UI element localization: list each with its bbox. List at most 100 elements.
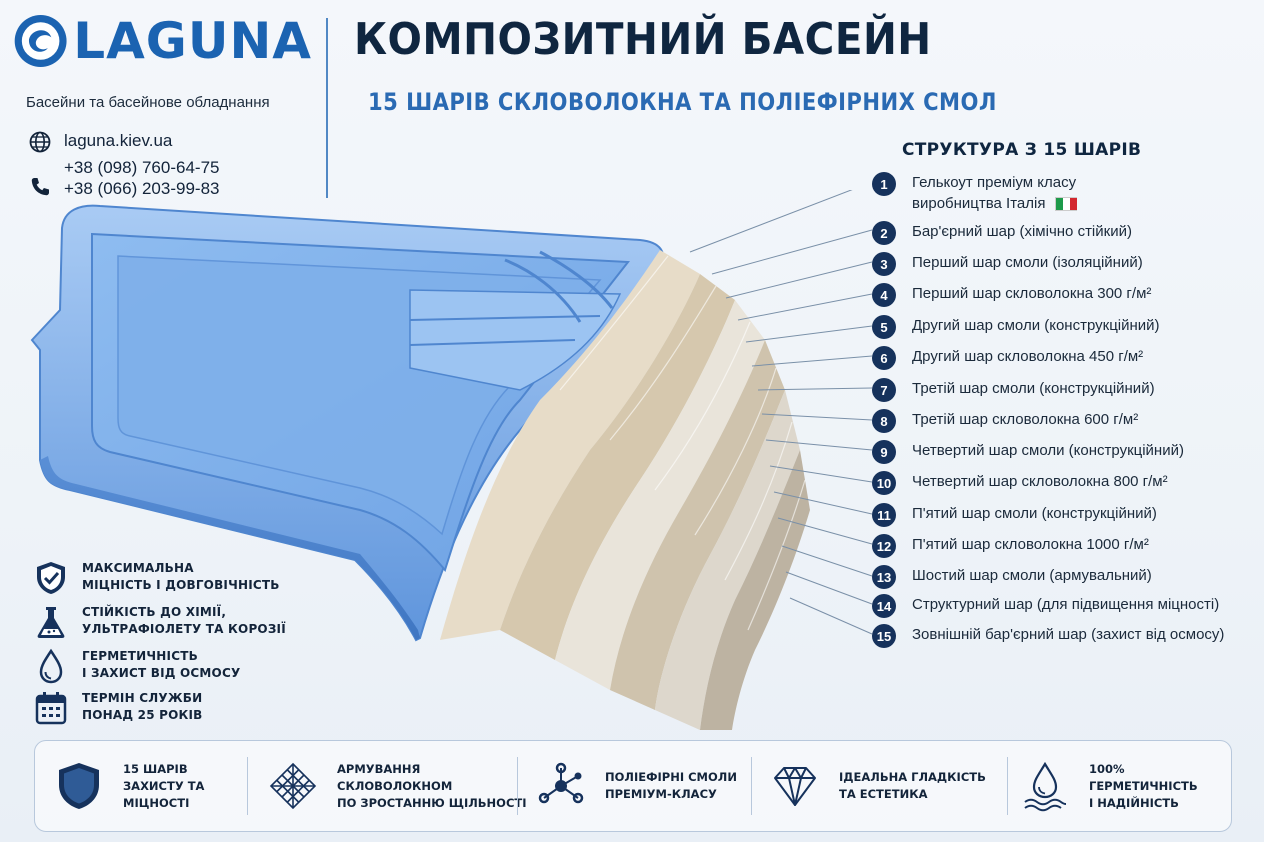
benefit-line: ТА ЕСТЕТИКА bbox=[839, 787, 928, 801]
header-divider bbox=[326, 18, 328, 198]
layer-label: Перший шар скловолокна 300 г/м² bbox=[912, 285, 1152, 302]
benefit-reinforcement: АРМУВАННЯ СКЛОВОЛОКНОМ ПО ЗРОСТАННЮ ЩІЛЬ… bbox=[267, 755, 527, 817]
layer-label: Зовнішній бар'єрний шар (захист від осмо… bbox=[912, 626, 1225, 643]
laguna-logo-icon bbox=[14, 15, 67, 67]
feature-line: МІЦНІСТЬ І ДОВГОВІЧНІСТЬ bbox=[82, 578, 280, 592]
layer-label: Четвертий шар скловолокна 800 г/м² bbox=[912, 473, 1168, 490]
layer-item-4: 4 Перший шар скловолокна 300 г/м² bbox=[872, 283, 1151, 307]
feature-line: СТІЙКІСТЬ ДО ХІМІЇ, bbox=[82, 605, 227, 619]
layer-item-8: 8 Третій шар скловолокна 600 г/м² bbox=[872, 409, 1138, 433]
feature-lifetime: ТЕРМІН СЛУЖБИ ПОНАД 25 РОКІВ bbox=[34, 690, 203, 726]
benefit-line: І НАДІЙНІСТЬ bbox=[1089, 795, 1179, 810]
layer-item-3: 3 Перший шар смоли (ізоляційний) bbox=[872, 252, 1143, 276]
layer-item-1: 1 Гелькоут преміум класу виробництва Іта… bbox=[872, 172, 1078, 214]
feature-line: ПОНАД 25 РОКІВ bbox=[82, 708, 203, 722]
feature-line: МАКСИМАЛЬНА bbox=[82, 561, 194, 575]
benefit-line: ПО ЗРОСТАННЮ ЩІЛЬНОСТІ bbox=[337, 795, 527, 810]
layer-fan bbox=[440, 250, 810, 730]
layer-label: П'ятий шар смоли (конструкційний) bbox=[912, 505, 1157, 522]
layer-number: 12 bbox=[872, 534, 896, 558]
layer-number: 9 bbox=[872, 440, 896, 464]
layer-number: 4 bbox=[872, 283, 896, 307]
feature-line: УЛЬТРАФІОЛЕТУ ТА КОРОЗІЇ bbox=[82, 622, 286, 636]
shield-check-icon bbox=[37, 562, 65, 594]
brand-tagline: Басейни та басейнове обладнання bbox=[26, 94, 270, 111]
benefit-line: ПОЛІЕФІРНІ СМОЛИ bbox=[605, 770, 737, 784]
brand-block: LAGUNA Басейни та басейнове обладнання bbox=[12, 10, 312, 111]
benefit-line: ІДЕАЛЬНА ГЛАДКІСТЬ bbox=[839, 770, 986, 784]
layer-number: 8 bbox=[872, 409, 896, 433]
layer-number: 1 bbox=[872, 172, 896, 196]
layer-number: 13 bbox=[872, 565, 896, 589]
benefit-line: СКЛОВОЛОКНОМ bbox=[337, 778, 453, 793]
layer-number: 15 bbox=[872, 624, 896, 648]
phone-2[interactable]: +38 (066) 203-99-83 bbox=[64, 179, 220, 198]
molecule-icon bbox=[538, 762, 584, 804]
benefits-bar: 15 ШАРІВ ЗАХИСТУ ТА МІЦНОСТІ АРМУВАННЯ С… bbox=[34, 740, 1232, 832]
layer-label: Другий шар смоли (конструкційний) bbox=[912, 317, 1160, 334]
layer-label: Перший шар смоли (ізоляційний) bbox=[912, 254, 1143, 271]
phone-1[interactable]: +38 (098) 760-64-75 bbox=[64, 158, 220, 177]
feature-strength: МАКСИМАЛЬНА МІЦНІСТЬ І ДОВГОВІЧНІСТЬ bbox=[34, 560, 280, 596]
layer-number: 5 bbox=[872, 315, 896, 339]
pool-wall bbox=[40, 456, 420, 640]
logo: LAGUNA bbox=[12, 10, 312, 72]
pool-cross-section-illustration bbox=[30, 190, 873, 730]
benefit-divider bbox=[247, 757, 248, 815]
layer-label: Шостий шар смоли (армувальний) bbox=[912, 567, 1152, 584]
layer-item-9: 9 Четвертий шар смоли (конструкційний) bbox=[872, 440, 1184, 464]
layer-number: 6 bbox=[872, 346, 896, 370]
layer-label: Третій шар скловолокна 600 г/м² bbox=[912, 411, 1139, 428]
contacts: laguna.kiev.ua +38 (098) 760-64-75 +38 (… bbox=[28, 130, 219, 202]
benefit-line: ПРЕМІУМ-КЛАСУ bbox=[605, 787, 717, 801]
layer-item-2: 2 Бар'єрний шар (хімічно стійкий) bbox=[872, 221, 1132, 245]
layer-number: 7 bbox=[872, 378, 896, 402]
layer-item-12: 12 П'ятий шар скловолокна 1000 г/м² bbox=[872, 534, 1149, 558]
brand-name: LAGUNA bbox=[73, 12, 312, 70]
benefit-divider bbox=[751, 757, 752, 815]
feature-line: ГЕРМЕТИЧНІСТЬ bbox=[82, 649, 198, 663]
layer-label: П'ятий шар скловолокна 1000 г/м² bbox=[912, 536, 1149, 553]
layer-label: Структурний шар (для підвищення міцності… bbox=[912, 596, 1220, 613]
benefit-tightness: 100% ГЕРМЕТИЧНІСТЬ І НАДІЙНІСТЬ bbox=[1019, 755, 1231, 817]
layer-number: 10 bbox=[872, 471, 896, 495]
layer-number: 14 bbox=[872, 594, 896, 618]
website-link[interactable]: laguna.kiev.ua bbox=[64, 131, 173, 150]
benefit-divider bbox=[1007, 757, 1008, 815]
pool-steps bbox=[409, 289, 622, 391]
calendar-icon bbox=[35, 692, 67, 725]
website-row[interactable]: laguna.kiev.ua bbox=[28, 130, 219, 154]
layer-label: Четвертий шар смоли (конструкційний) bbox=[912, 442, 1184, 459]
layer-number: 11 bbox=[872, 503, 896, 527]
benefit-smoothness: ІДЕАЛЬНА ГЛАДКІСТЬ ТА ЕСТЕТИКА bbox=[769, 755, 986, 817]
layer-item-15: 15 Зовнішній бар'єрний шар (захист від о… bbox=[872, 624, 1224, 648]
benefit-line: МІЦНОСТІ bbox=[123, 795, 190, 810]
feature-line: І ЗАХИСТ ВІД ОСМОСУ bbox=[82, 666, 241, 680]
leader-lines bbox=[689, 190, 873, 635]
layers-heading: СТРУКТУРА З 15 ШАРІВ bbox=[902, 140, 1142, 160]
layer-item-10: 10 Четвертий шар скловолокна 800 г/м² bbox=[872, 471, 1168, 495]
benefit-line: 100% ГЕРМЕТИЧНІСТЬ bbox=[1089, 761, 1198, 793]
layer-item-14: 14 Структурний шар (для підвищення міцно… bbox=[872, 594, 1219, 618]
feature-osmosis: ГЕРМЕТИЧНІСТЬ І ЗАХИСТ ВІД ОСМОСУ bbox=[34, 648, 240, 684]
layer-item-13: 13 Шостий шар смоли (армувальний) bbox=[872, 565, 1152, 589]
benefit-resins: ПОЛІЕФІРНІ СМОЛИ ПРЕМІУМ-КЛАСУ bbox=[535, 755, 737, 817]
layer-item-6: 6 Другий шар скловолокна 450 г/м² bbox=[872, 346, 1143, 370]
layer-number: 2 bbox=[872, 221, 896, 245]
globe-icon bbox=[29, 131, 51, 153]
water-drop-icon bbox=[1024, 761, 1067, 812]
shield-icon bbox=[59, 763, 99, 809]
italy-flag-icon bbox=[1055, 197, 1078, 211]
benefit-layers: 15 ШАРІВ ЗАХИСТУ ТА МІЦНОСТІ bbox=[53, 755, 204, 817]
layer-item-5: 5 Другий шар смоли (конструкційний) bbox=[872, 315, 1160, 339]
flask-icon bbox=[37, 607, 65, 638]
phones-row: +38 (098) 760-64-75 +38 (066) 203-99-83 bbox=[28, 157, 219, 199]
feature-chemical-resistance: СТІЙКІСТЬ ДО ХІМІЇ, УЛЬТРАФІОЛЕТУ ТА КОР… bbox=[34, 604, 286, 640]
mesh-icon bbox=[269, 762, 317, 810]
layer-label: Бар'єрний шар (хімічно стійкий) bbox=[912, 223, 1132, 240]
phone-icon bbox=[31, 178, 49, 196]
benefit-line: ЗАХИСТУ ТА bbox=[123, 778, 205, 793]
benefit-divider bbox=[517, 757, 518, 815]
layer-item-11: 11 П'ятий шар смоли (конструкційний) bbox=[872, 503, 1157, 527]
benefit-line: АРМУВАННЯ bbox=[337, 761, 421, 776]
